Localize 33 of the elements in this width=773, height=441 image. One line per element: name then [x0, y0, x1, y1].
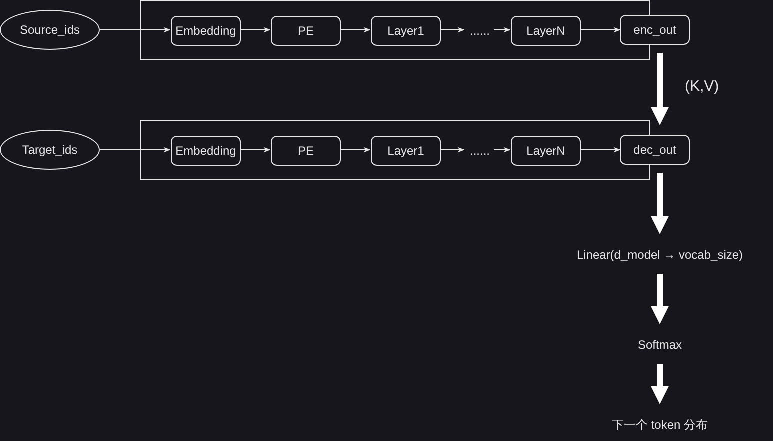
process-box: Embedding: [171, 136, 241, 166]
process-box: PE: [271, 136, 341, 166]
step-text: ......: [465, 22, 495, 40]
input-ellipse: Source_ids: [0, 10, 100, 50]
block-arrow: [651, 274, 669, 324]
step-text: Softmax: [610, 334, 710, 356]
arrow: [440, 27, 465, 33]
arrow: [440, 147, 465, 153]
process-box: enc_out: [620, 15, 690, 45]
block-arrow: [651, 53, 669, 126]
step-text: 下一个 token 分布: [590, 414, 730, 436]
arrow: [580, 27, 621, 33]
process-box: LayerN: [511, 16, 581, 46]
process-box: Embedding: [171, 16, 241, 46]
input-ellipse: Target_ids: [0, 130, 100, 170]
arrow: [240, 27, 271, 33]
block-arrow: [651, 173, 669, 234]
step-text: Linear(d_model → vocab_size): [552, 244, 768, 266]
process-box: Layer1: [371, 16, 441, 46]
arrow: [100, 147, 171, 153]
arrow: [340, 27, 371, 33]
arrow: [340, 147, 371, 153]
process-box: PE: [271, 16, 341, 46]
arrow: [494, 27, 511, 33]
process-box: dec_out: [620, 135, 690, 165]
arrow: [580, 147, 621, 153]
arrow: [100, 27, 171, 33]
arrow: [494, 147, 511, 153]
step-text: ......: [465, 142, 495, 160]
arrow: [240, 147, 271, 153]
process-box: Layer1: [371, 136, 441, 166]
process-box: LayerN: [511, 136, 581, 166]
block-arrow: [651, 364, 669, 404]
